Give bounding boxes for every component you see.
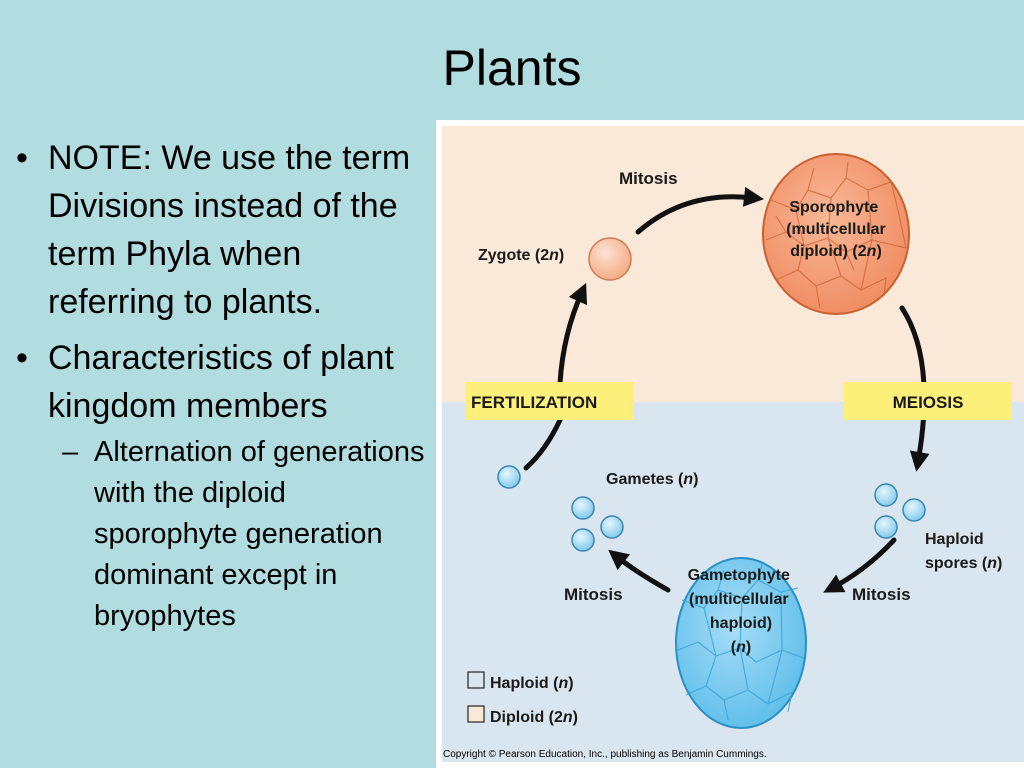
mitosis-right-label: Mitosis xyxy=(852,585,911,604)
sporophyte-cell xyxy=(762,153,910,315)
copyright-notice: Copyright © Pearson Education, Inc., pub… xyxy=(443,749,767,760)
meiosis-box: MEIOSIS xyxy=(844,382,1012,420)
sporophyte-label: Sporophyte (multicellular xyxy=(786,199,886,238)
sub-bullet-text: Alternation of generations with the dipl… xyxy=(94,436,425,632)
legend-haploid-swatch xyxy=(467,671,485,689)
fertilization-label: FERTILIZATION xyxy=(471,393,597,412)
bullet-mark: • xyxy=(16,139,28,177)
life-cycle-figure: Mitosis Zygote (2n) Sporophyte (multicel… xyxy=(436,120,1024,768)
gametophyte-ploidy-label: (n) xyxy=(731,639,751,656)
mitosis-left-label: Mitosis xyxy=(564,585,623,604)
sub-bullet-mark: – xyxy=(62,436,79,468)
zygote-label: Zygote (2n) xyxy=(478,247,564,264)
haploid-spores-ploidy-label: spores (n) xyxy=(925,555,1002,572)
gamete-cells xyxy=(497,465,624,552)
arrow-mitosis-top xyxy=(635,186,764,235)
gametes-label: Gametes (n) xyxy=(606,471,698,488)
arrow-meiosis xyxy=(899,305,930,472)
bullet-mark: • xyxy=(16,339,28,377)
arrow-mitosis-right xyxy=(823,537,897,593)
bullet-text: NOTE: We use the term Divisions instead … xyxy=(48,139,411,321)
sub-bullet-alternation: – Alternation of generations with the di… xyxy=(8,432,428,637)
gametophyte-cell xyxy=(675,557,807,729)
legend: Haploid (n) Diploid (2n) xyxy=(467,671,578,726)
diploid-region xyxy=(442,126,1024,402)
legend-diploid-swatch xyxy=(467,705,485,723)
bullet-characteristics: • Characteristics of plant kingdom membe… xyxy=(8,334,428,430)
fertilization-box: FERTILIZATION xyxy=(466,382,634,420)
arrow-mitosis-left xyxy=(608,549,671,593)
bullet-list: • NOTE: We use the term Divisions instea… xyxy=(8,134,428,637)
meiosis-label: MEIOSIS xyxy=(893,393,964,412)
slide-title: Plants xyxy=(442,40,582,96)
zygote-cell xyxy=(588,237,632,281)
spore-cells xyxy=(874,483,926,539)
bullet-note: • NOTE: We use the term Divisions instea… xyxy=(8,134,428,326)
legend-haploid-label: Haploid (n) xyxy=(490,675,574,692)
sporophyte-ploidy-label: diploid) (2n) xyxy=(790,243,882,260)
bullet-text: Characteristics of plant kingdom members xyxy=(48,339,394,425)
legend-diploid-label: Diploid (2n) xyxy=(490,709,578,726)
haploid-spores-label: Haploid xyxy=(925,531,984,548)
gametophyte-label: Gametophyte (multicellular haploid) xyxy=(688,567,795,632)
life-cycle-diagram: Mitosis Zygote (2n) Sporophyte (multicel… xyxy=(442,126,1024,762)
mitosis-top-label: Mitosis xyxy=(619,169,678,188)
